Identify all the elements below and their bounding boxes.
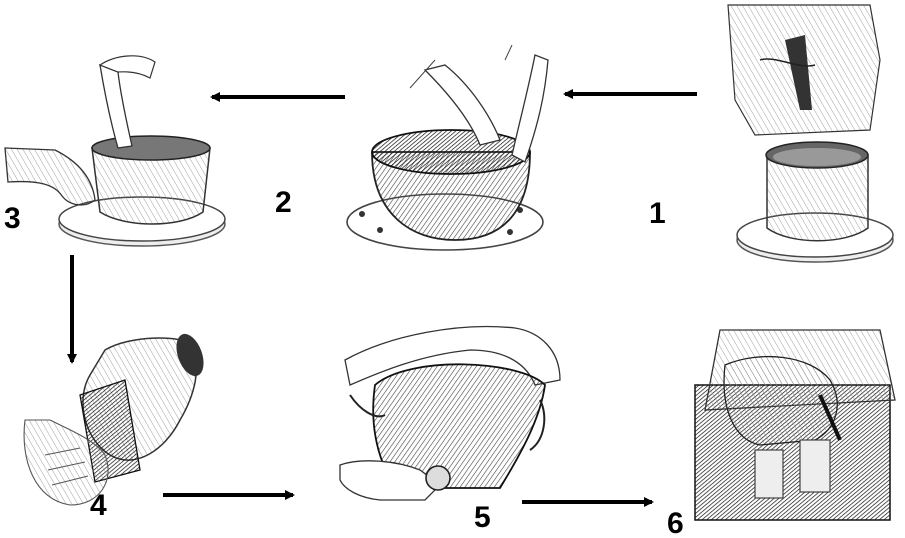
step-3-illustration	[5, 56, 225, 246]
step-1-illustration	[728, 5, 893, 262]
step-4-illustration	[24, 330, 209, 505]
step-label-3: 3	[4, 202, 21, 235]
step-2-illustration	[347, 45, 548, 250]
step-label-6: 6	[667, 507, 684, 538]
step-label-4: 4	[90, 489, 107, 522]
step-label-1: 1	[649, 197, 666, 230]
step-label-5: 5	[474, 501, 491, 534]
step-label-2: 2	[275, 186, 292, 219]
step-5-illustration	[340, 327, 560, 500]
step-6-illustration	[695, 330, 895, 520]
